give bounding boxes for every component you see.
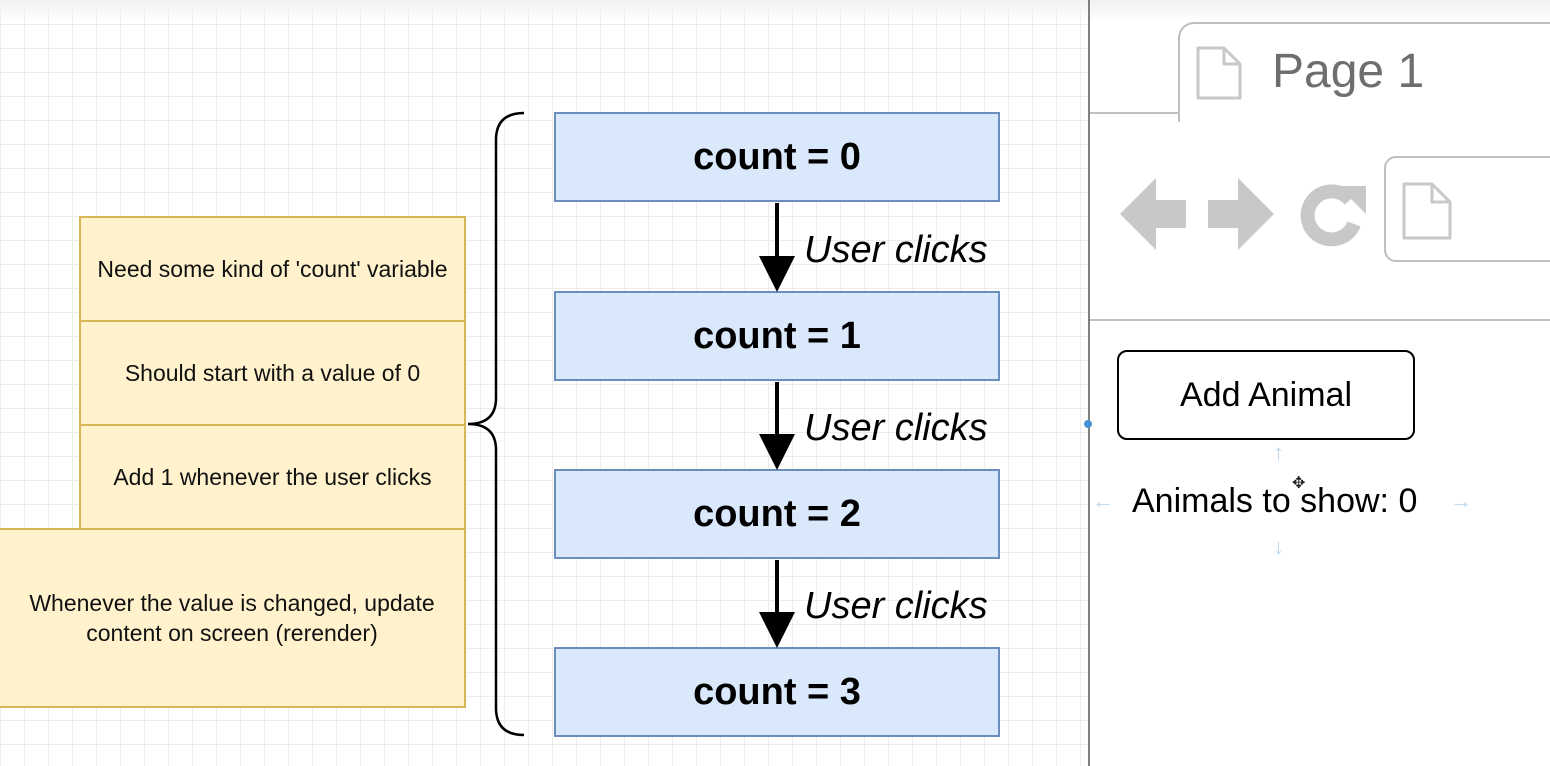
back-arrow-icon[interactable] [1118, 176, 1188, 252]
note-count-variable[interactable]: Need some kind of 'count' variable [79, 216, 466, 322]
resize-left-icon[interactable]: ← [1092, 488, 1114, 513]
resize-right-icon[interactable]: → [1450, 488, 1472, 513]
connection-point[interactable] [1084, 420, 1092, 428]
toolbar-separator [1090, 319, 1550, 321]
curly-brace[interactable] [467, 111, 525, 737]
address-page-icon [1402, 182, 1452, 240]
page-icon [1196, 46, 1242, 100]
diagram-canvas[interactable]: Need some kind of 'count' variable Shoul… [0, 0, 1088, 766]
state-count-2-label: count = 2 [693, 492, 861, 535]
resize-down-icon[interactable]: ↓ [1273, 534, 1284, 559]
note-count-variable-text: Need some kind of 'count' variable [97, 256, 448, 282]
state-count-1[interactable]: count = 1 [554, 291, 1000, 381]
browser-top-shade [1090, 0, 1550, 22]
add-animal-button[interactable]: Add Animal [1117, 350, 1415, 440]
state-count-3[interactable]: count = 3 [554, 647, 1000, 737]
reload-icon[interactable] [1298, 180, 1368, 250]
state-count-0-label: count = 0 [693, 135, 861, 178]
note-rerender[interactable]: Whenever the value is changed, update co… [0, 528, 466, 708]
state-count-2[interactable]: count = 2 [554, 469, 1000, 559]
state-count-0[interactable]: count = 0 [554, 112, 1000, 202]
forward-arrow-icon[interactable] [1206, 176, 1276, 252]
canvas-top-shade [0, 0, 1088, 22]
note-add-one[interactable]: Add 1 whenever the user clicks [79, 424, 466, 530]
move-cursor-icon: ✥ [1292, 475, 1306, 492]
panel-divider [1088, 0, 1090, 766]
tab-baseline [1090, 112, 1180, 114]
transition-label-3[interactable]: User clicks [804, 585, 988, 627]
animals-count-text[interactable]: Animals to show: 0 [1132, 482, 1418, 520]
state-count-1-label: count = 1 [693, 314, 861, 357]
state-count-3-label: count = 3 [693, 670, 861, 713]
note-add-one-text: Add 1 whenever the user clicks [113, 464, 432, 490]
note-start-value-text: Should start with a value of 0 [124, 360, 421, 386]
tab-title[interactable]: Page 1 [1272, 45, 1425, 98]
arrow-2-to-3[interactable] [759, 560, 795, 648]
transition-label-2[interactable]: User clicks [804, 407, 988, 449]
arrow-0-to-1[interactable] [759, 203, 795, 292]
note-rerender-text: Whenever the value is changed, update co… [29, 590, 435, 646]
transition-label-1[interactable]: User clicks [804, 229, 988, 271]
note-start-value[interactable]: Should start with a value of 0 [79, 320, 466, 426]
resize-up-icon[interactable]: ↑ [1273, 440, 1284, 465]
arrow-1-to-2[interactable] [759, 382, 795, 470]
